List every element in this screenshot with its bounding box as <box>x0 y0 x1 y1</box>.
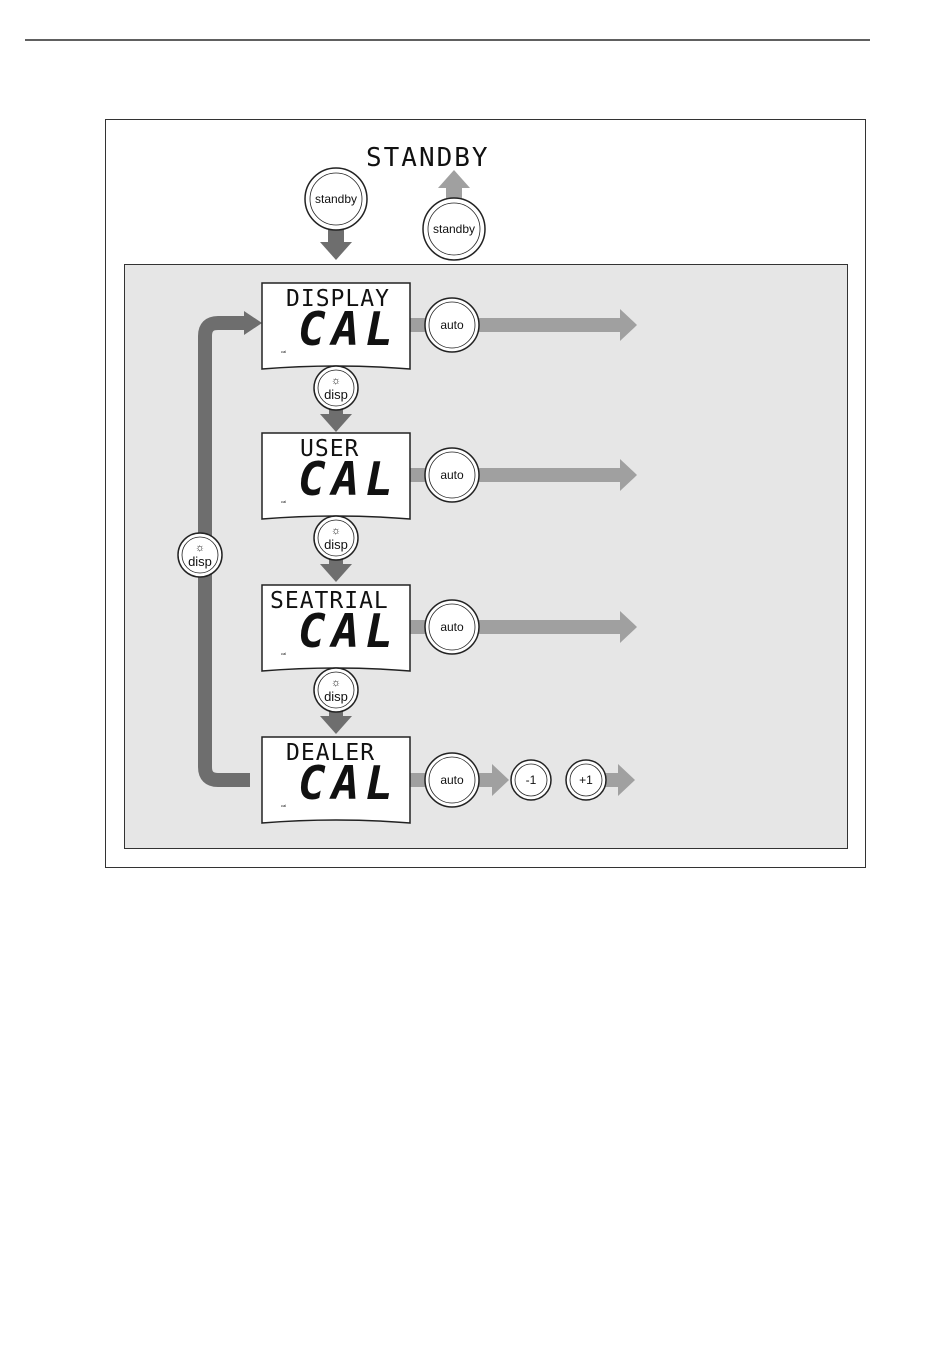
standby-title: STANDBY <box>366 143 490 173</box>
down-arrow-shaft <box>329 556 343 566</box>
light-icon: ☼ <box>331 375 341 387</box>
arrow-down-icon <box>320 242 352 260</box>
auto-button-label: auto <box>440 620 464 634</box>
lcd-top-text: DEALER <box>286 740 375 766</box>
down-arrow-icon <box>320 564 352 582</box>
lcd-display <box>261 736 411 824</box>
disp-button-label: disp <box>188 554 212 569</box>
auto-button[interactable]: auto <box>424 599 480 655</box>
disp-button-loop[interactable]: ☼ disp <box>177 532 223 578</box>
auto-arrow-icon <box>620 611 637 643</box>
down-arrow-shaft <box>329 708 343 718</box>
standby-button-label: standby <box>433 222 475 236</box>
auto-button[interactable]: auto <box>424 297 480 353</box>
auto-button-label: auto <box>440 318 464 332</box>
light-icon: ☼ <box>195 542 205 554</box>
disp-button[interactable]: ☼disp <box>313 365 359 411</box>
minus-one-button[interactable]: -1 <box>510 759 552 801</box>
auto-arrow-icon <box>620 309 637 341</box>
plus-arrow-icon <box>618 764 635 796</box>
auto-button-label: auto <box>440 773 464 787</box>
loop-arrowhead-icon <box>244 311 262 335</box>
standby-button-label: standby <box>315 192 357 206</box>
down-arrow-icon <box>320 414 352 432</box>
plus-button-label: +1 <box>579 773 593 787</box>
lcd-top-text: DISPLAY <box>286 286 390 312</box>
disp-button-label: disp <box>324 689 348 704</box>
lcd-big-text: CAL <box>298 302 399 356</box>
auto-button[interactable]: auto <box>424 447 480 503</box>
plus-one-button[interactable]: +1 <box>565 759 607 801</box>
lcd-small-text: cal <box>281 499 286 504</box>
down-arrow-icon <box>320 716 352 734</box>
lcd-small-text: cal <box>281 651 286 656</box>
lcd-big-text: CAL <box>298 452 399 506</box>
lcd-big-text: CAL <box>298 604 399 658</box>
auto-button[interactable]: auto <box>424 752 480 808</box>
disp-button-label: disp <box>324 537 348 552</box>
disp-button-label: disp <box>324 387 348 402</box>
auto-button-label: auto <box>440 468 464 482</box>
lcd-top-text: USER <box>300 436 359 462</box>
disp-button[interactable]: ☼disp <box>313 515 359 561</box>
disp-button[interactable]: ☼disp <box>313 667 359 713</box>
arrow-up-icon <box>438 170 470 188</box>
lcd-small-text: cal <box>281 803 286 808</box>
down-arrow-shaft <box>329 406 343 416</box>
calibration-panel <box>124 264 848 849</box>
minus-button-label: -1 <box>526 773 537 787</box>
standby-button-enter[interactable]: standby <box>304 167 368 231</box>
arrow-down-shaft <box>328 228 344 244</box>
standby-button-exit[interactable]: standby <box>422 197 486 261</box>
lcd-big-text: CAL <box>298 756 399 810</box>
auto-arrow-icon <box>492 764 509 796</box>
light-icon: ☼ <box>331 525 341 537</box>
auto-arrow-icon <box>620 459 637 491</box>
light-icon: ☼ <box>331 677 341 689</box>
lcd-top-text: SEATRIAL <box>270 588 389 614</box>
lcd-small-text: cal <box>281 349 286 354</box>
